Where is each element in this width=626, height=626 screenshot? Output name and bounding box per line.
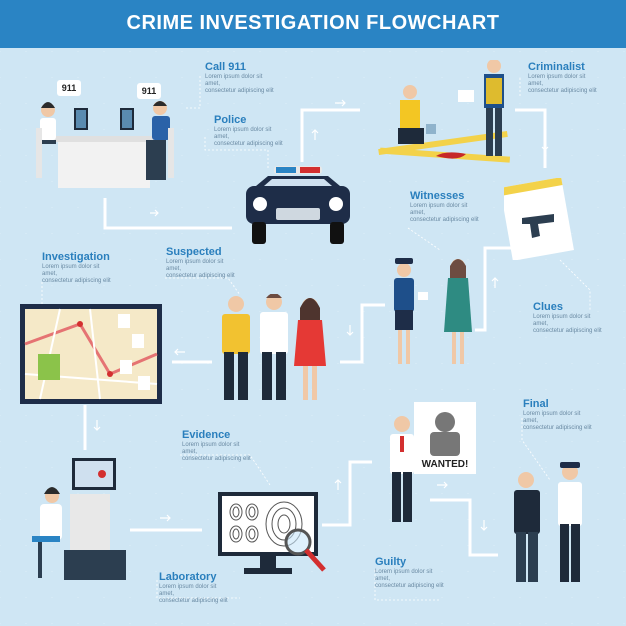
desc-witnesses: Lorem ipsum dolor sit amet,consectetur a…: [410, 203, 479, 223]
arrest-illustration: [514, 462, 582, 582]
connector-police-criminalist: [300, 108, 360, 162]
label-guilty: Guilty: [375, 556, 407, 568]
fingerprint-icons: [229, 501, 303, 547]
label-clues: Clues: [533, 301, 563, 313]
evidence-illustration: [218, 492, 326, 574]
criminalist-illustration: [378, 60, 511, 163]
label-laboratory: Laboratory: [159, 571, 217, 583]
lab-machine: [70, 494, 110, 550]
suspect-1: [228, 296, 244, 312]
witnesses-illustration: [394, 258, 472, 364]
label-criminalist: Criminalist: [528, 61, 585, 73]
call-center-illustration: [36, 101, 174, 188]
connector-clues-witnesses: [475, 246, 520, 332]
desk: [58, 140, 150, 188]
desc-investigation: Lorem ipsum dolor sit amet,consectetur a…: [42, 264, 111, 284]
police-car-illustration: [246, 166, 350, 244]
label-leaders: [41, 76, 591, 601]
label-evidence: Evidence: [182, 429, 231, 441]
arrested-person: [518, 472, 534, 488]
wanted-poster-text: WANTED!: [421, 459, 469, 470]
criminalist-standing: [487, 60, 501, 73]
detective: [394, 416, 410, 432]
desc-laboratory: Lorem ipsum dolor sit amet,consectetur a…: [159, 584, 228, 604]
label-police: Police: [214, 114, 247, 126]
header-bar: [0, 0, 626, 48]
connector-criminalist-clues: [515, 108, 547, 168]
label-final: Final: [523, 398, 549, 410]
police-officer-female: [397, 263, 411, 277]
flow-arrows: [93, 99, 549, 531]
connector-guilty-final: [430, 498, 498, 557]
desc-evidence: Lorem ipsum dolor sit amet,consectetur a…: [182, 442, 251, 462]
label-call-911: Call 911: [205, 61, 246, 73]
label-suspected: Suspected: [166, 246, 222, 258]
connector-witnesses-suspected: [340, 303, 385, 364]
desc-police: Lorem ipsum dolor sit amet,consectetur a…: [214, 127, 283, 147]
desc-clues: Lorem ipsum dolor sit amet,consectetur a…: [533, 314, 602, 334]
criminalist-kneeling: [403, 85, 417, 99]
label-witnesses: Witnesses: [410, 190, 465, 202]
connector-call-police: [103, 198, 232, 230]
clues-illustration: [504, 178, 574, 260]
desc-criminalist: Lorem ipsum dolor sit amet,consectetur a…: [528, 74, 597, 94]
gun-icon: [522, 214, 554, 238]
desc-call-911: Lorem ipsum dolor sit amet,consectetur a…: [205, 74, 274, 94]
guilty-illustration: [390, 402, 476, 522]
connector-evidence-guilty: [322, 460, 372, 527]
magnifier-icon: [284, 528, 312, 556]
page-title: CRIME INVESTIGATION FLOWCHART: [126, 12, 500, 34]
speech-bubble-right: 911: [137, 83, 161, 99]
desc-final: Lorem ipsum dolor sit amet,consectetur a…: [523, 411, 592, 431]
desc-suspected: Lorem ipsum dolor sit amet,consectetur a…: [166, 259, 235, 279]
suspects-illustration: [222, 294, 326, 400]
investigation-board: [20, 304, 162, 404]
laboratory-illustration: [32, 458, 126, 580]
desc-guilty: Lorem ipsum dolor sit amet,consectetur a…: [375, 569, 444, 589]
speech-bubble-left: 911: [57, 80, 81, 96]
label-investigation: Investigation: [42, 251, 110, 263]
